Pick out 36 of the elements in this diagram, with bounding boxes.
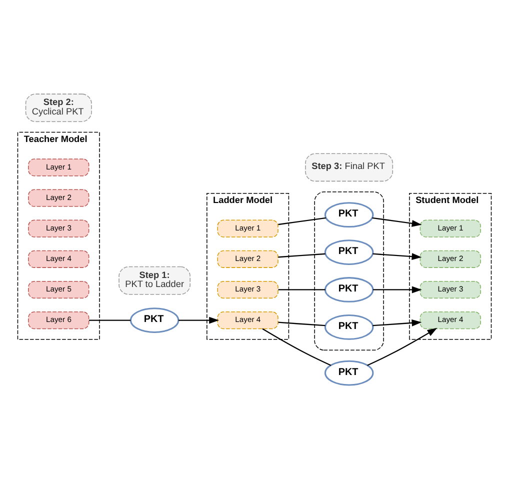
node-box: Layer 6 [28, 312, 90, 330]
arrow [367, 328, 438, 366]
node-box: Layer 4 [217, 312, 278, 330]
arrow [372, 319, 422, 326]
arrow [373, 286, 422, 294]
node-box: Step 2: Cyclical PKT [25, 94, 92, 122]
node-box: Layer 1 [217, 220, 278, 238]
node-ellipse: PKT [324, 360, 374, 386]
arrow [372, 217, 422, 227]
node-box: Layer 1 [420, 220, 481, 238]
connector [278, 253, 326, 258]
node-box: Layer 3 [420, 280, 481, 299]
node-box: Step 3: Final PKT [305, 153, 394, 182]
node-box: Layer 2 [28, 189, 90, 207]
connector [278, 217, 326, 226]
node-box: Step 1: PKT to Ladder [118, 266, 190, 295]
connector [278, 289, 326, 290]
node-box: Layer 4 [420, 312, 481, 330]
arrow [178, 316, 220, 324]
node-ellipse: PKT [324, 277, 374, 302]
node-ellipse: PKT [324, 314, 374, 340]
node-ellipse: PKT [130, 308, 180, 333]
node-box: Layer 5 [28, 280, 90, 299]
connector [262, 328, 332, 366]
cluster [314, 192, 384, 350]
node-box: Layer 3 [28, 220, 90, 238]
node-box: Layer 4 [28, 250, 90, 268]
node-box: Layer 1 [28, 158, 90, 176]
node-box: Layer 2 [217, 250, 278, 268]
node-ellipse: PKT [324, 240, 374, 265]
arrow [372, 253, 422, 260]
connector [278, 322, 326, 326]
node-box: Layer 2 [420, 250, 481, 268]
connector [89, 320, 131, 321]
node-box: Layer 3 [217, 280, 278, 299]
node-ellipse: PKT [324, 202, 374, 228]
